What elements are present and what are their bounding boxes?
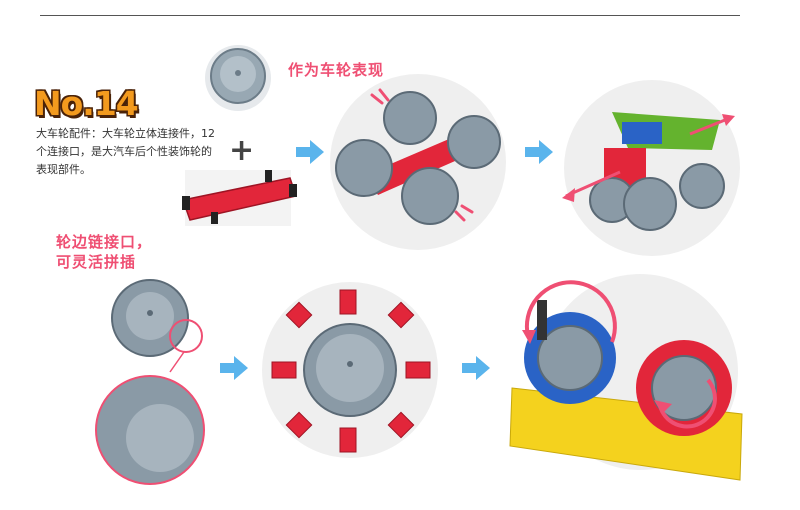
description-text: 大车轮配件：大车轮立体连接件，12个连接口，是大汽车后个性装饰轮的表现部件。 (36, 127, 215, 176)
arrow-4 (462, 356, 490, 380)
edge-connector-zoom-image (95, 375, 205, 485)
edge-connector-label-line1: 轮边链接口， (56, 233, 153, 251)
red-axle-plate-image (182, 170, 297, 226)
four-wheel-assembly-image (330, 74, 506, 250)
rotating-wheels-model-image (509, 274, 743, 481)
wheel-piece-top-image (205, 45, 271, 111)
wheel-piece-side-image (111, 279, 203, 373)
edge-connector-label-line2: 可灵活拼插 (56, 253, 137, 271)
edge-connector-label: 轮边链接口， 可灵活拼插 (56, 232, 152, 272)
toy-truck-image (562, 80, 740, 256)
arrow-1 (296, 140, 324, 164)
wheel-with-red-connectors-image (262, 282, 438, 458)
plus-sign: + (229, 133, 255, 168)
arrow-3 (220, 356, 248, 380)
page-title: No.14 (34, 84, 139, 123)
top-rule (40, 15, 740, 16)
arrow-2 (525, 140, 553, 164)
wheel-usage-label: 作为车轮表现 (288, 61, 385, 79)
